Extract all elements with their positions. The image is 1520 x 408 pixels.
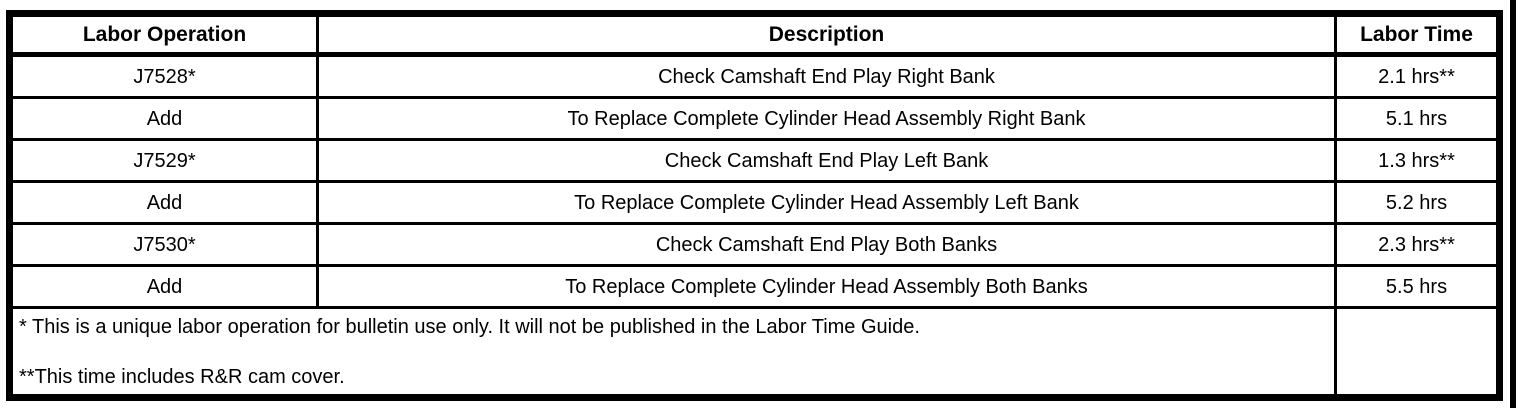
cell-labor-time: 5.2 hrs [1337,183,1496,225]
cell-labor-time: 2.1 hrs** [1337,57,1496,99]
cell-labor-operation: J7530* [13,225,319,267]
cell-labor-time: 5.1 hrs [1337,99,1496,141]
footnote-empty-labor-time-cell [1337,309,1496,394]
cell-labor-time: 2.3 hrs** [1337,225,1496,267]
cell-description: Check Camshaft End Play Both Banks [319,225,1337,267]
cell-labor-time: 5.5 hrs [1337,267,1496,309]
cell-labor-operation: Add [13,183,319,225]
cell-description: To Replace Complete Cylinder Head Assemb… [319,99,1337,141]
cell-labor-operation: Add [13,99,319,141]
page-frame-edge-line [1510,0,1516,408]
footnote-time-includes: **This time includes R&R cam cover. [19,366,345,388]
footnotes-cell: * This is a unique labor operation for b… [13,309,1337,394]
column-header-description: Description [319,17,1337,57]
cell-description: To Replace Complete Cylinder Head Assemb… [319,183,1337,225]
cell-description: To Replace Complete Cylinder Head Assemb… [319,267,1337,309]
cell-description: Check Camshaft End Play Left Bank [319,141,1337,183]
footnote-unique-operation: * This is a unique labor operation for b… [19,316,920,338]
cell-labor-operation: J7529* [13,141,319,183]
cell-description: Check Camshaft End Play Right Bank [319,57,1337,99]
column-header-labor-operation: Labor Operation [13,17,319,57]
cell-labor-time: 1.3 hrs** [1337,141,1496,183]
cell-labor-operation: J7528* [13,57,319,99]
column-header-labor-time: Labor Time [1337,17,1496,57]
cell-labor-operation: Add [13,267,319,309]
labor-time-table: Labor Operation Description Labor Time J… [6,10,1503,401]
